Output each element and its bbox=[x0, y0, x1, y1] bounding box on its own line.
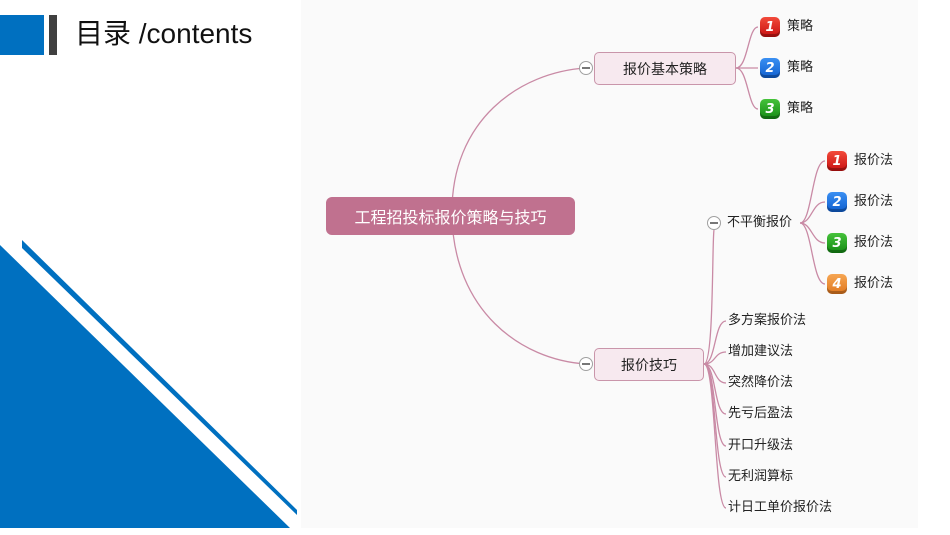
leaf-node[interactable]: 报价法 bbox=[854, 153, 894, 168]
collapse-toggle-icon[interactable] bbox=[579, 61, 593, 75]
priority-2-icon: 2 bbox=[827, 192, 847, 212]
branch-node-basic-strategy[interactable]: 报价基本策略 bbox=[594, 52, 736, 85]
header-accent-block bbox=[0, 15, 44, 55]
leaf-node[interactable]: 突然降价法 bbox=[728, 375, 794, 390]
header-divider-bar bbox=[49, 15, 57, 55]
page-title: 目录 /contents bbox=[75, 18, 253, 49]
priority-3-icon: 3 bbox=[827, 233, 847, 253]
priority-4-icon: 4 bbox=[827, 274, 847, 294]
collapse-toggle-icon[interactable] bbox=[707, 216, 721, 230]
leaf-node[interactable]: 增加建议法 bbox=[728, 344, 794, 359]
priority-1-icon: 1 bbox=[827, 151, 847, 171]
leaf-node[interactable]: 计日工单价报价法 bbox=[728, 500, 833, 515]
leaf-node[interactable]: 报价法 bbox=[854, 194, 894, 209]
leaf-node[interactable]: 开口升级法 bbox=[728, 438, 794, 453]
leaf-node[interactable]: 报价法 bbox=[854, 235, 894, 250]
leaf-node[interactable]: 多方案报价法 bbox=[728, 313, 807, 328]
priority-3-icon: 3 bbox=[760, 99, 780, 119]
decorative-triangle bbox=[0, 240, 297, 528]
leaf-node[interactable]: 报价法 bbox=[854, 276, 894, 291]
mindmap-root-node[interactable]: 工程招投标报价策略与技巧 bbox=[326, 197, 575, 235]
collapse-toggle-icon[interactable] bbox=[579, 357, 593, 371]
leaf-node[interactable]: 先亏后盈法 bbox=[728, 406, 794, 421]
priority-2-icon: 2 bbox=[760, 58, 780, 78]
leaf-node[interactable]: 策略 bbox=[787, 60, 814, 75]
subnode-unbalanced-bid[interactable]: 不平衡报价 bbox=[727, 215, 793, 230]
leaf-node[interactable]: 策略 bbox=[787, 19, 814, 34]
priority-1-icon: 1 bbox=[760, 17, 780, 37]
leaf-node[interactable]: 无利润算标 bbox=[728, 469, 794, 484]
leaf-node[interactable]: 策略 bbox=[787, 101, 814, 116]
branch-node-pricing-skills[interactable]: 报价技巧 bbox=[594, 348, 704, 381]
